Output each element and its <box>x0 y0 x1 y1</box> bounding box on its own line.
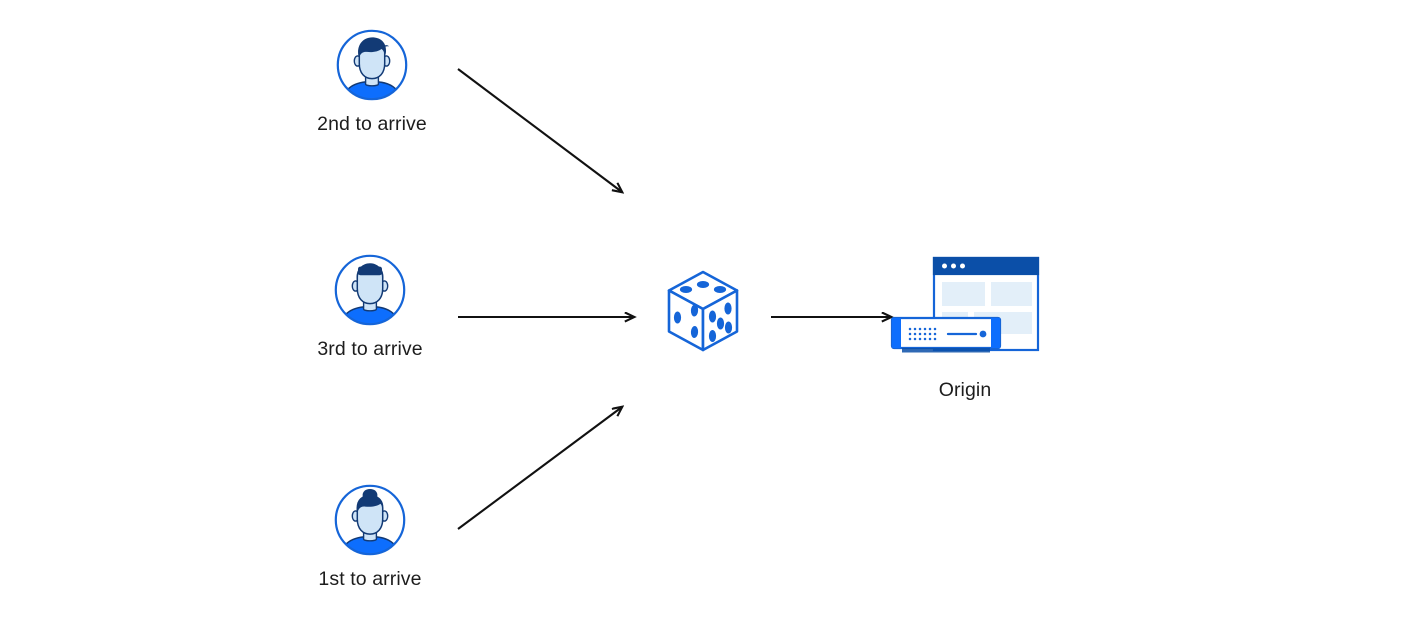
node-visitor-2nd[interactable]: 2nd to arrive <box>296 28 448 136</box>
node-label-origin: Origin <box>938 379 992 401</box>
user-avatar-icon <box>333 483 407 557</box>
node-visitor-1st[interactable]: 1st to arrive <box>294 483 446 591</box>
node-label-visitor-2nd: 2nd to arrive <box>317 113 427 135</box>
user-avatar-icon <box>333 253 407 327</box>
arrow-2nd-to-dice <box>457 68 622 192</box>
node-visitor-3rd[interactable]: 3rd to arrive <box>294 253 446 361</box>
dice-icon <box>655 266 751 356</box>
origin-server-icon <box>888 255 1042 363</box>
node-label-visitor-1st: 1st to arrive <box>318 568 422 590</box>
node-label-visitor-3rd: 3rd to arrive <box>317 338 423 360</box>
node-origin[interactable]: Origin <box>888 255 1042 402</box>
user-avatar-icon <box>335 28 409 102</box>
arrow-1st-to-dice <box>457 407 622 530</box>
node-randomizer[interactable] <box>655 266 751 356</box>
server-device-glyph <box>890 316 1002 353</box>
browser-window-glyph <box>932 256 1040 352</box>
